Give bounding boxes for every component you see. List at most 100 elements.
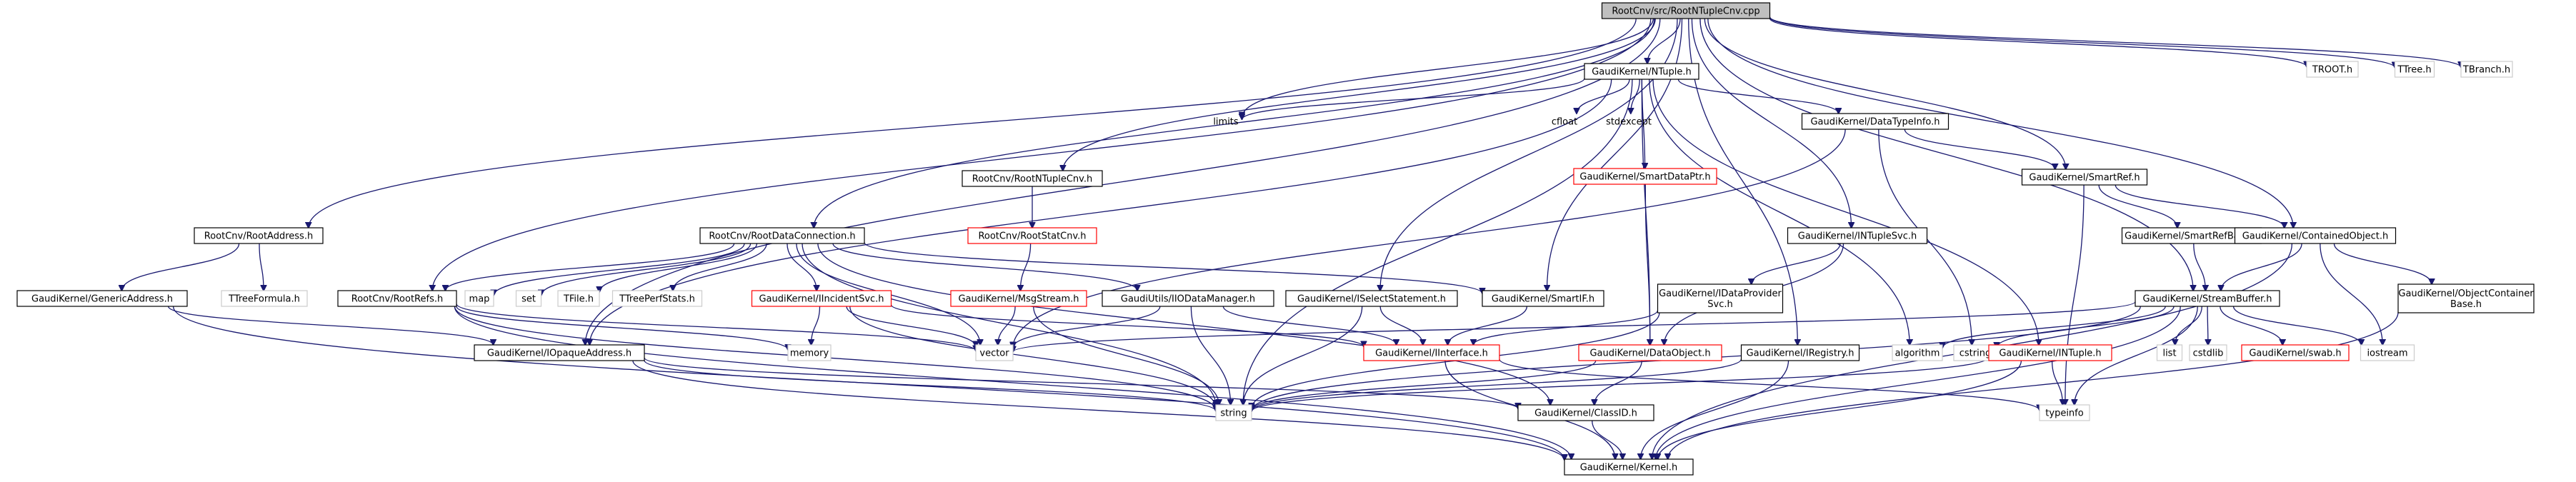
- edge-root-to-smartref: [1704, 18, 2065, 169]
- edge-msgstream-to-vector: [998, 306, 1016, 345]
- node-iregistry[interactable]: GaudiKernel/IRegistry.h: [1740, 344, 1860, 361]
- node-rootaddress[interactable]: RootCnv/RootAddress.h: [194, 227, 324, 244]
- node-label-set: set: [521, 294, 536, 305]
- node-iselect[interactable]: GaudiKernel/ISelectStatement.h: [1285, 290, 1458, 307]
- node-smartref[interactable]: GaudiKernel/SmartRef.h: [2021, 169, 2148, 186]
- node-rootrefs[interactable]: RootCnv/RootRefs.h: [337, 290, 457, 307]
- node-tfile: TFile.h: [557, 290, 600, 307]
- node-map: map: [464, 290, 494, 307]
- node-box-rootntuplecnvh: [962, 170, 1103, 187]
- node-label-troot: TROOT.h: [2312, 65, 2352, 76]
- edge-rootaddress-to-genericaddress: [121, 243, 240, 291]
- node-genericaddress[interactable]: GaudiKernel/GenericAddress.h: [16, 290, 188, 307]
- node-box-tformula: [221, 290, 308, 307]
- edge-rootaddress-to-tformula: [259, 243, 264, 291]
- node-ttree: TTree.h: [2394, 61, 2435, 78]
- node-typeinfo: typeinfo: [2039, 404, 2090, 421]
- edge-iincident-to-vector: [846, 306, 976, 347]
- edge-layer: [121, 16, 2461, 461]
- node-streambuffer[interactable]: GaudiKernel/StreamBuffer.h: [2135, 290, 2280, 307]
- edge-genericaddress-to-iopaque: [167, 306, 494, 345]
- node-label-streambuffer: GaudiKernel/StreamBuffer.h: [2142, 294, 2272, 305]
- node-box-smartdataptr: [1573, 168, 1717, 185]
- edge-root-to-rootrefs: [432, 18, 1652, 291]
- node-label-genericaddress: GaudiKernel/GenericAddress.h: [31, 294, 173, 305]
- node-box-streambuffer: [2135, 290, 2280, 307]
- node-smartrefbase[interactable]: GaudiKernel/SmartRefBase.h: [2121, 227, 2262, 244]
- node-box-kernel: [1564, 458, 1694, 476]
- edge-ntupleh-to-string: [1243, 79, 1633, 405]
- node-box-ntupleh: [1584, 63, 1699, 80]
- edge-root-to-rootntuplecnvh: [1063, 18, 1656, 171]
- node-intupleh[interactable]: GaudiKernel/INTuple.h: [1988, 344, 2112, 361]
- edge-root-to-containedobject: [1707, 18, 2293, 228]
- edge-dataobject-to-string: [1252, 360, 1597, 410]
- edge-ntupleh-to-stdexcept: [1631, 79, 1640, 114]
- edge-streambuffer-to-swab: [2220, 306, 2282, 345]
- edge-iopaque-to-classid: [644, 357, 1518, 408]
- node-iincident[interactable]: GaudiKernel/IIncidentSvc.h: [751, 290, 892, 307]
- node-box-cstdlib: [2189, 344, 2227, 361]
- edge-streambuffer-to-algorithm: [1942, 306, 2166, 348]
- node-label-idataprovider: Svc.h: [1707, 299, 1732, 310]
- node-label-rootstatcnv: RootCnv/RootStatCnv.h: [978, 231, 1086, 242]
- node-containedobject[interactable]: GaudiKernel/ContainedObject.h: [2234, 227, 2397, 244]
- node-box-list: [2156, 344, 2183, 361]
- edge-rootdataconn-to-smartif: [864, 241, 1482, 294]
- node-box-rootaddress: [194, 227, 324, 244]
- node-cstdlib: cstdlib: [2189, 344, 2227, 361]
- node-root[interactable]: RootCnv/src/RootNTupleCnv.cpp: [1601, 2, 1771, 19]
- edge-iincident-to-iinterface: [890, 304, 1364, 347]
- node-label-iopaque: GaudiKernel/IOpaqueAddress.h: [487, 348, 631, 359]
- node-label-rootrefs: RootCnv/RootRefs.h: [351, 294, 443, 305]
- node-dataobject[interactable]: GaudiKernel/DataObject.h: [1578, 344, 1722, 361]
- node-cfloat: cfloat: [1552, 117, 1577, 128]
- node-kernel[interactable]: GaudiKernel/Kernel.h: [1564, 458, 1694, 476]
- node-datatypeinfo[interactable]: GaudiKernel/DataTypeInfo.h: [1801, 113, 1950, 130]
- node-intuplesvc[interactable]: GaudiKernel/INTupleSvc.h: [1787, 227, 1928, 244]
- node-classid[interactable]: GaudiKernel/ClassID.h: [1517, 404, 1654, 421]
- node-rootstatcnv[interactable]: RootCnv/RootStatCnv.h: [967, 227, 1097, 244]
- edge-streambuffer-to-cstdlib: [2207, 306, 2208, 345]
- node-box-iincident: [751, 290, 892, 307]
- node-label-tperf: TTreePerfStats.h: [619, 294, 695, 305]
- node-memory: memory: [787, 344, 832, 361]
- node-label-smartif: GaudiKernel/SmartIF.h: [1492, 294, 1594, 305]
- node-ntupleh[interactable]: GaudiKernel/NTuple.h: [1584, 63, 1699, 80]
- node-iinterface[interactable]: GaudiKernel/IInterface.h: [1363, 344, 1500, 361]
- edge-root-to-limits: [1242, 18, 1654, 118]
- node-label-intuplesvc: GaudiKernel/INTupleSvc.h: [1798, 231, 1917, 242]
- node-box-tbranch: [2460, 61, 2513, 78]
- node-label-list: list: [2162, 348, 2176, 359]
- node-swab[interactable]: GaudiKernel/swab.h: [2241, 344, 2350, 361]
- edge-streambuffer-to-kernel: [1656, 306, 2181, 459]
- edge-iregistry-to-string: [1252, 358, 1742, 411]
- node-tbranch: TBranch.h: [2460, 61, 2513, 78]
- node-rootntuplecnvh[interactable]: RootCnv/RootNTupleCnv.h: [962, 170, 1103, 187]
- node-list: list: [2156, 344, 2183, 361]
- edge-intupleh-to-string: [1252, 356, 1990, 411]
- node-smartdataptr[interactable]: GaudiKernel/SmartDataPtr.h: [1573, 168, 1717, 185]
- edge-intupleh-to-kernel: [1658, 360, 2022, 459]
- edge-ntupleh-to-cfloat: [1577, 79, 1630, 114]
- node-label-algorithm: algorithm: [1895, 348, 1940, 359]
- edge-rootrefs-to-vector: [456, 303, 976, 351]
- node-label-vector: vector: [979, 348, 1009, 359]
- node-label-objcontainerbase: Base.h: [2450, 299, 2482, 310]
- edge-rootdataconn-to-classid: [817, 243, 1550, 405]
- node-msgstream[interactable]: GaudiKernel/MsgStream.h: [950, 290, 1087, 307]
- node-smartif[interactable]: GaudiKernel/SmartIF.h: [1482, 290, 1604, 307]
- node-label-idataprovider: GaudiKernel/IDataProvider: [1659, 288, 1782, 299]
- node-box-dataobject: [1578, 344, 1722, 361]
- edge-root-to-intuplesvc: [1691, 18, 1851, 228]
- node-string: string: [1215, 404, 1252, 421]
- node-rootdataconn[interactable]: RootCnv/RootDataConnection.h: [699, 227, 865, 244]
- node-iodatamgr[interactable]: GaudiUtils/IIODataManager.h: [1102, 290, 1274, 307]
- edge-iodatamgr-to-string: [1190, 306, 1230, 405]
- node-box-troot: [2306, 61, 2359, 78]
- edge-smartif-to-iinterface: [1448, 306, 1528, 345]
- node-iopaque[interactable]: GaudiKernel/IOpaqueAddress.h: [474, 344, 645, 361]
